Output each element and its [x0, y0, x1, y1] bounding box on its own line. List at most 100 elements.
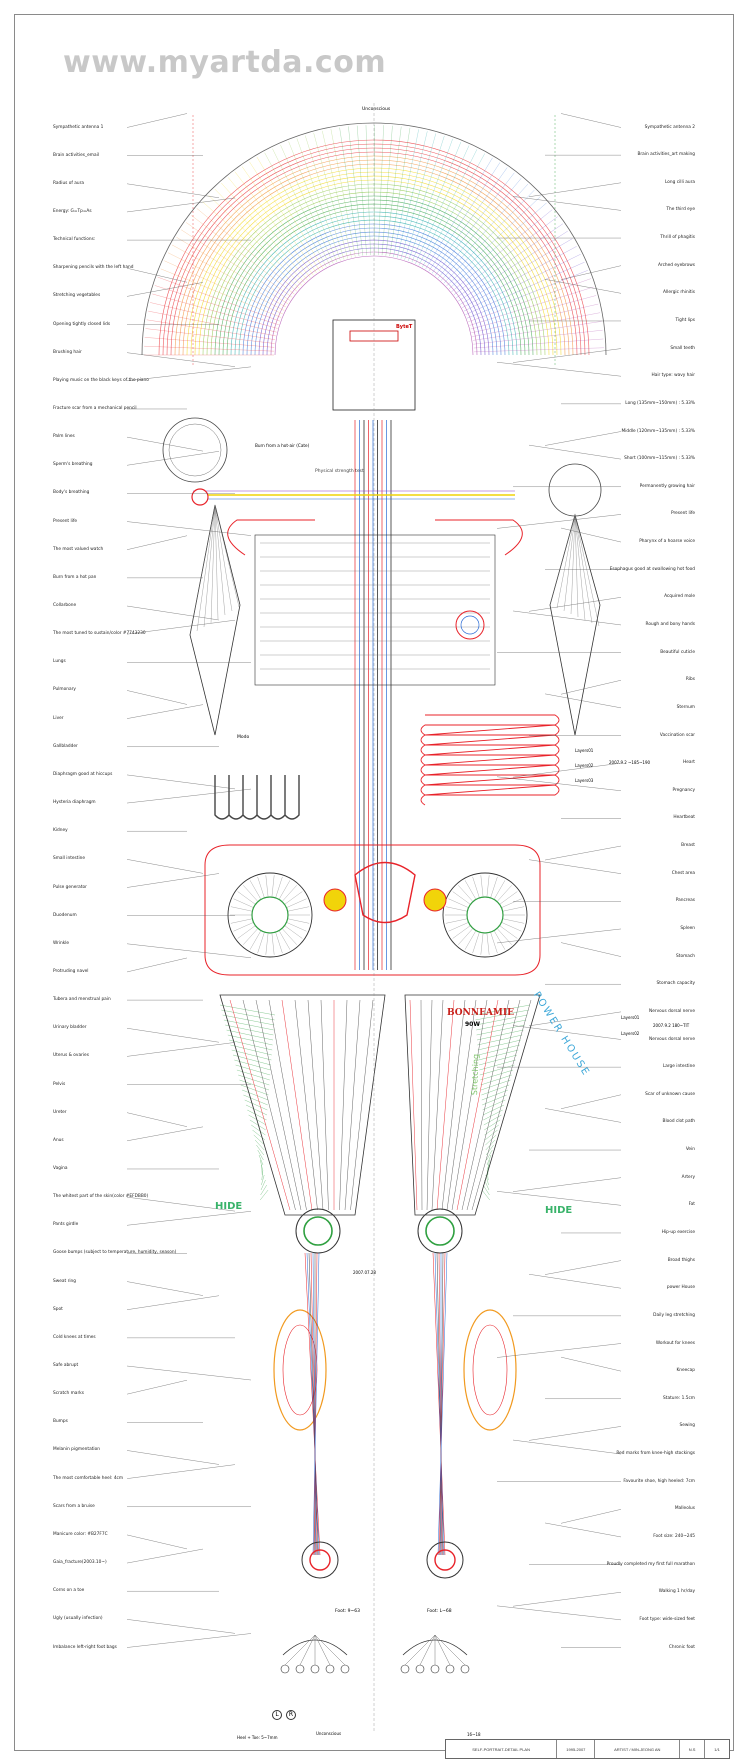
- fan-arc: [194, 175, 554, 356]
- fan-ray: [378, 125, 384, 256]
- right-diamond-ray: [549, 514, 576, 606]
- right-thigh: [404, 994, 541, 1216]
- right-thigh-hatch: [480, 1079, 511, 1091]
- left-palm: [162, 417, 228, 483]
- right-hip-spoke: [496, 885, 512, 902]
- right-hip-spoke: [458, 885, 474, 902]
- right-thigh-hatch: [484, 1124, 499, 1136]
- fan-ray: [473, 338, 604, 349]
- right-label: Broad thighs: [667, 1257, 695, 1263]
- fan-ray: [466, 270, 588, 319]
- toe-line: [299, 1634, 316, 1666]
- right-hip-spoke: [490, 876, 498, 898]
- large-intestine: [420, 714, 560, 806]
- left-label: Duodenum: [53, 912, 77, 918]
- leader-line: [528, 597, 622, 612]
- left-label: Pants girdle: [53, 1222, 79, 1228]
- fan-ray: [408, 138, 453, 262]
- fan-ray: [296, 138, 341, 261]
- right-label: Walking 1 hr/day: [658, 1589, 695, 1595]
- left-hip-spoke: [233, 922, 254, 932]
- right-label: Heart: [683, 760, 695, 766]
- toe-line: [314, 1634, 331, 1666]
- left-label: Urinary bladder: [53, 1025, 87, 1031]
- title-block: SELF-PORTRAIT-DETAIL PLAN 1995-2007 ARTI…: [445, 1739, 730, 1759]
- fan-ray: [463, 254, 581, 312]
- fan-ray: [146, 319, 276, 340]
- right-thigh-hatch: [475, 1009, 529, 1021]
- fan-ray: [434, 172, 515, 276]
- fan-ray: [144, 337, 275, 348]
- right-leg-line: [451, 999, 488, 1211]
- left-label: Tubera and menstrual pain: [53, 997, 111, 1003]
- fan-ray: [202, 201, 300, 289]
- fan-ray: [191, 215, 295, 295]
- right-label: Artery: [681, 1174, 695, 1180]
- fan-arc: [270, 251, 478, 356]
- right-label: Nervous dorsal nerve: [649, 1008, 695, 1014]
- fan-ray: [400, 133, 437, 259]
- left-label: Brushing hair: [53, 349, 82, 355]
- leader-line: [126, 1365, 252, 1381]
- left-thigh-hatch: [261, 1174, 265, 1186]
- right-shoulder-red: [435, 519, 523, 556]
- leader-line: [126, 788, 252, 804]
- left-thigh-hatch: [231, 1049, 272, 1061]
- fan-ray: [264, 152, 327, 268]
- fan-ray: [221, 182, 308, 281]
- left-hip-spoke: [249, 930, 262, 950]
- right-label: Hair type: wavy hair: [651, 373, 695, 379]
- fan-ray: [171, 244, 287, 308]
- right-leg-line: [409, 999, 418, 1211]
- left-hip-spoke: [278, 930, 291, 950]
- leader-line: [126, 535, 188, 550]
- right-leg-line: [426, 999, 433, 1211]
- right-thigh-hatch: [478, 1044, 520, 1056]
- leader-line: [126, 1633, 252, 1648]
- right-thigh-hatch: [486, 1169, 489, 1181]
- leader-line: [126, 1295, 220, 1310]
- leader-line: [126, 1028, 220, 1043]
- thigh-layer-2: Layers02: [621, 1031, 640, 1036]
- left-hip-spoke: [284, 891, 303, 905]
- right-label: Chronic foot: [668, 1644, 695, 1650]
- right-shin-line: [436, 1252, 444, 1556]
- leader-line: [512, 1439, 622, 1455]
- fan-ray: [381, 125, 393, 256]
- left-hip-spoke: [286, 898, 307, 908]
- lung-tag: Physical strength test: [315, 469, 364, 474]
- left-label: Imbalance left-right foot bags: [53, 1644, 117, 1650]
- brand-name: BONNEAMIE: [447, 1008, 514, 1018]
- right-label: Proudly completed my first full marathon: [606, 1561, 695, 1567]
- title-block-sheet: 1/1: [714, 1746, 720, 1752]
- fan-ray: [425, 157, 493, 270]
- left-foot-note: Heel + Toe: 5~7mm: [237, 1735, 278, 1740]
- left-hip-spoke: [237, 925, 256, 939]
- right-label: Spleen: [680, 925, 695, 931]
- fan-ray: [348, 126, 364, 256]
- left-label: Diaphragm good at hiccups: [53, 771, 113, 777]
- right-label: Pancreas: [675, 898, 695, 904]
- left-label: Vagina: [53, 1165, 68, 1171]
- right-thigh-hatch: [478, 1054, 518, 1066]
- left-thigh-hatch: [223, 1019, 274, 1031]
- fan-ray: [418, 149, 478, 266]
- leader-line: [528, 1011, 622, 1027]
- left-label: Ugly (usually infection): [53, 1616, 103, 1622]
- left-foot-caption: Foot: 9~63: [335, 1609, 361, 1614]
- right-label: Sewing: [679, 1423, 695, 1429]
- right-shin-line: [439, 1252, 444, 1556]
- toe: [445, 1664, 455, 1674]
- leader-line: [126, 1379, 188, 1395]
- fan-ray: [227, 177, 311, 278]
- left-hip-spoke: [233, 898, 254, 908]
- leader-line: [560, 1356, 622, 1372]
- right-label: Foot type: wide-sized feet: [639, 1616, 695, 1622]
- toe: [430, 1664, 440, 1674]
- left-label: Sperm's breathing: [53, 462, 93, 468]
- fan-ray: [365, 125, 371, 256]
- left-palm-inner: [168, 423, 222, 477]
- right-label: Permanently growing hair: [639, 483, 695, 489]
- right-label: power House: [666, 1285, 695, 1291]
